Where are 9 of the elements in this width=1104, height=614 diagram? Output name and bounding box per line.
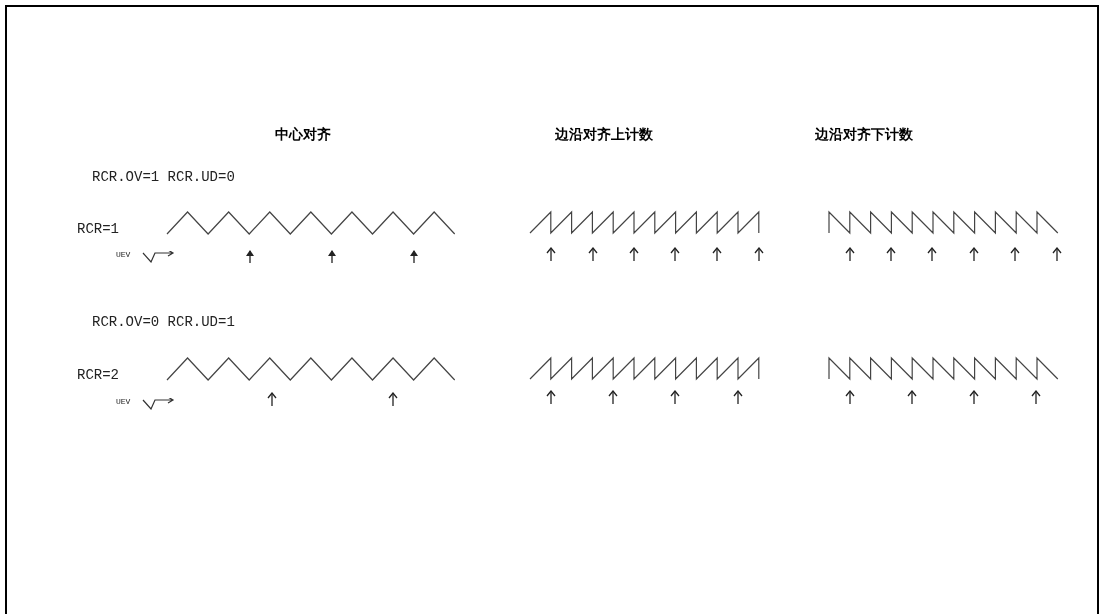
register-label: RCR=1 — [77, 222, 119, 236]
column-heading: 中心对齐 — [275, 125, 331, 144]
register-label: RCR.OV=1 RCR.UD=0 — [92, 170, 235, 184]
signal-label: UEV — [116, 398, 131, 406]
register-label: RCR=2 — [77, 368, 119, 382]
column-heading: 边沿对齐上计数 — [555, 125, 653, 144]
register-label: RCR.OV=0 RCR.UD=1 — [92, 315, 235, 329]
signal-label: UEV — [116, 251, 131, 259]
column-heading: 边沿对齐下计数 — [815, 125, 913, 144]
